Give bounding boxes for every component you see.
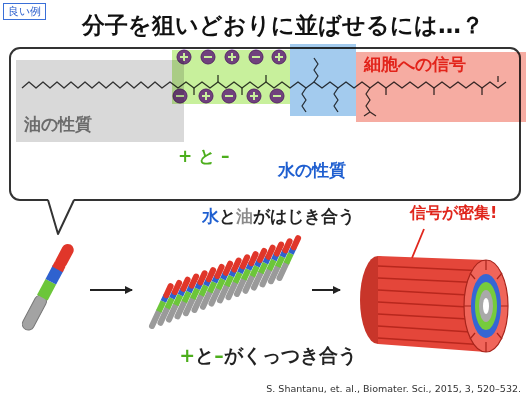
node-label: 油の性質: [24, 114, 192, 134]
citation: S. Shantanu, et. al., Biomater. Sci., 20…: [266, 383, 521, 394]
bubble-tail-fill: [48, 199, 74, 234]
oil-region: 油の性質: [16, 60, 184, 142]
process-arrow: [90, 289, 132, 291]
process-caption: 水と油がはじき合う: [202, 206, 355, 226]
node-label: 細胞への信号: [364, 54, 531, 74]
callout-label: 信号が密集!: [410, 203, 497, 222]
nanofiber-cylinder: [360, 256, 508, 352]
molecule-sheet: [152, 238, 298, 326]
process-caption: +と–がくっつき合う: [179, 344, 356, 367]
badge-box: 良い例: [3, 3, 46, 20]
diagram-title: 分子を狙いどおりに並ばせるには…？: [82, 12, 484, 40]
node-label: 良い例: [8, 5, 41, 18]
leader-line: [412, 229, 424, 258]
process-arrow: [312, 289, 340, 291]
signal-region: 細胞への信号: [356, 52, 526, 122]
water-region: 水の性質: [290, 44, 356, 116]
bubble-tail: [48, 200, 74, 234]
single-molecule-rod: [20, 242, 76, 332]
node-label: 水の性質: [278, 160, 344, 180]
charge-region: + と –: [172, 50, 290, 104]
